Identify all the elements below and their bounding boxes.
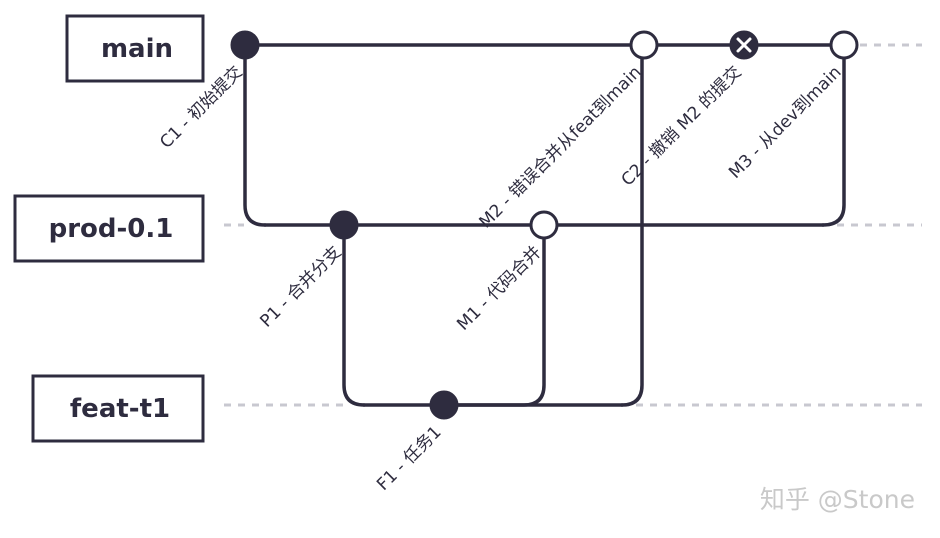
commit-label-m2: M2 - 错误合并从feat到main	[476, 62, 646, 232]
prod-to-m3-connector	[821, 43, 846, 227]
commit-label-m3: M3 - 从dev到main	[725, 62, 845, 182]
p1-to-feat-connector	[342, 223, 366, 407]
branch-box-feat-frame	[31, 374, 205, 443]
branch-box-main[interactable]: main	[65, 14, 205, 83]
commit-label-p1: P1 - 合并分支	[256, 242, 345, 331]
branch-box-main-frame	[65, 14, 205, 83]
c1-to-prod-connector	[243, 43, 267, 227]
commit-p1[interactable]	[329, 210, 359, 240]
commit-m1[interactable]	[529, 210, 559, 240]
commit-c1[interactable]	[230, 30, 260, 60]
feat-to-m2-connector	[620, 43, 644, 407]
commit-label-m1: M1 - 代码合并	[453, 242, 545, 334]
branch-label-prod: prod-0.1	[49, 214, 174, 244]
watermark-text: 知乎 @Stone	[760, 485, 915, 514]
branch-box-feat[interactable]: feat-t1	[31, 374, 205, 443]
branch-label-feat: feat-t1	[70, 394, 170, 424]
f1-to-m1-connector	[442, 223, 546, 407]
commit-m3[interactable]	[829, 30, 859, 60]
commit-c2[interactable]	[729, 30, 759, 60]
revert-x-icon-stroke	[736, 37, 752, 53]
commit-m2[interactable]	[629, 30, 659, 60]
commit-label-f1: F1 - 任务1	[373, 422, 445, 494]
branch-label-main: main	[101, 34, 173, 64]
branch-box-prod-frame	[13, 194, 205, 263]
branch-box-prod[interactable]: prod-0.1	[13, 194, 205, 263]
commit-f1[interactable]	[429, 390, 459, 420]
